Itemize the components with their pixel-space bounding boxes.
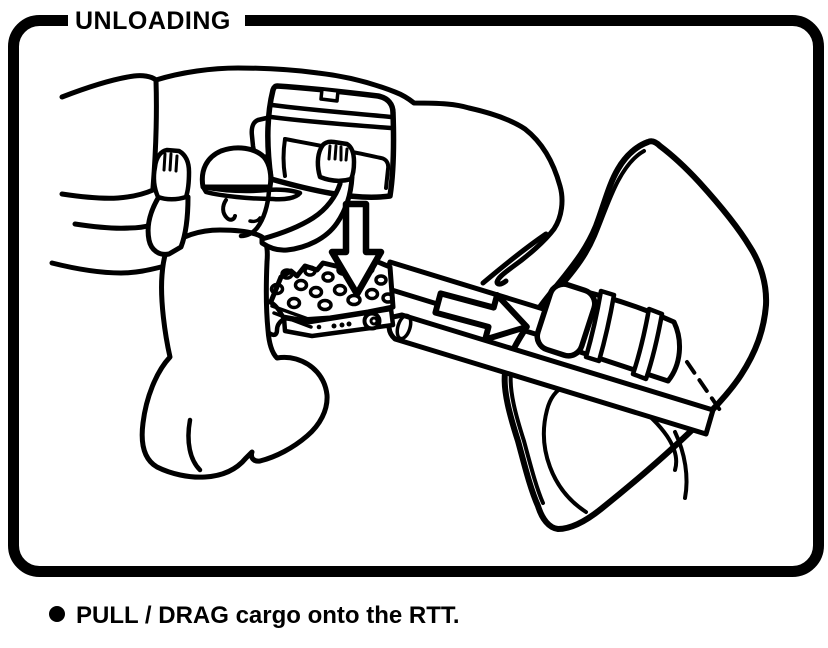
title-gap <box>68 6 245 34</box>
cap-brim <box>200 184 303 202</box>
platform-strip-dots <box>316 321 352 330</box>
caption: PULL / DRAG cargo onto the RTT. <box>49 602 460 629</box>
ear <box>221 198 237 222</box>
bullet-icon <box>49 606 65 622</box>
bag-strap <box>583 288 617 364</box>
person-head-cap <box>199 145 274 190</box>
face-profile <box>238 188 272 239</box>
person-right-hand <box>315 139 357 183</box>
bag-strap <box>630 306 665 382</box>
figure-frame <box>8 15 824 577</box>
cargo-bag <box>534 281 682 384</box>
person-left-hand <box>151 147 192 202</box>
caption-text: PULL / DRAG cargo onto the RTT. <box>76 602 460 629</box>
cargo-box <box>249 83 397 200</box>
rtt-platform <box>257 259 396 339</box>
right-arrow-icon <box>432 290 530 343</box>
person-torso-legs <box>139 227 330 480</box>
person-left-arm <box>145 192 191 257</box>
person-pulling-cargo <box>139 139 357 480</box>
hidden-edge-dashed-line <box>685 360 726 418</box>
person-right-arm <box>259 171 355 253</box>
down-arrow-icon <box>328 200 385 298</box>
vehicle-bed-lines <box>49 65 565 287</box>
box-latch <box>319 87 340 103</box>
figure-title: UNLOADING <box>75 7 231 35</box>
